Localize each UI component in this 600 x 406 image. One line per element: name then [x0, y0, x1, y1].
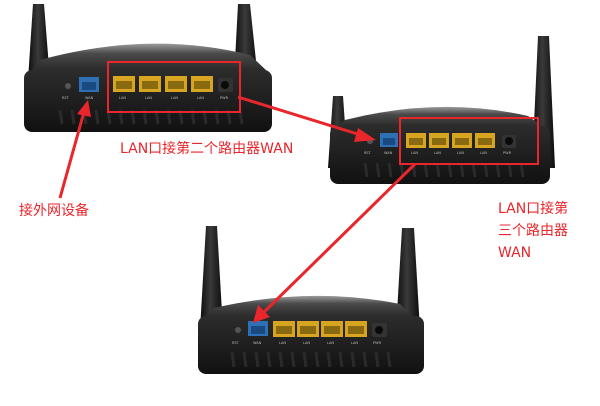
connection-arrows — [58, 95, 417, 323]
lan-ports — [406, 133, 495, 148]
lan-highlight-box — [399, 117, 539, 165]
port-label-lan: LAN — [303, 341, 310, 345]
port-label-rst: RST — [232, 341, 240, 345]
reset-button-icon — [65, 83, 71, 89]
lan-port-inner — [300, 326, 316, 334]
power-jack-hole — [221, 81, 229, 89]
router-3: RST WAN LAN LAN LAN LAN PWR — [198, 226, 424, 374]
port-label-rst: RST — [62, 96, 70, 100]
lan-port-inner — [116, 81, 132, 89]
router-top-shell — [30, 43, 268, 72]
label-lan-to-third-wan-line3: WAN — [498, 245, 532, 261]
wan-port-inner — [82, 82, 96, 90]
lan-port-inner — [432, 138, 446, 145]
lan-highlight-box — [107, 61, 241, 113]
wan-port-inner — [251, 326, 265, 334]
port-label-lan: LAN — [145, 96, 152, 100]
label-lan-to-third-wan-line1: LAN口接第 — [498, 201, 569, 217]
lan-port-inner — [194, 81, 210, 89]
port-label-pwr: PWR — [220, 96, 229, 100]
router-top-shell — [204, 295, 414, 318]
lan-port-inner — [478, 138, 492, 145]
label-lan-to-third-wan-line2: 三个路由器 — [498, 223, 568, 239]
port-label-lan: LAN — [279, 341, 286, 345]
wan-port-inner — [383, 138, 395, 145]
arrowhead-icon — [77, 100, 91, 117]
lan-port-inner — [455, 138, 469, 145]
port-label-lan: LAN — [351, 341, 358, 345]
lan-port-inner — [409, 138, 423, 145]
power-jack-hole — [375, 326, 383, 334]
power-jack-hole — [505, 137, 513, 145]
lan-port-inner — [324, 326, 340, 334]
port-label-pwr: PWR — [373, 341, 382, 345]
lan-port-inner — [348, 326, 364, 334]
label-external-device: 接外网设备 — [19, 203, 89, 219]
port-label-lan: LAN — [171, 96, 178, 100]
port-label-wan: WAN — [85, 96, 94, 100]
lan-ports — [273, 321, 367, 337]
router-1: RST WAN LAN LAN LAN LAN PWR — [24, 4, 272, 132]
port-label-lan: LAN — [327, 341, 334, 345]
port-label-lan: LAN — [411, 151, 418, 155]
arrow-lan-to-second-wan — [237, 95, 365, 138]
port-label-lan: LAN — [457, 151, 464, 155]
arrowhead-icon — [354, 128, 376, 142]
port-label-wan: WAN — [253, 341, 262, 345]
antenna-right-icon — [396, 228, 420, 330]
port-label-lan: LAN — [434, 151, 441, 155]
vent-slots — [230, 351, 392, 368]
router-2: RST WAN LAN LAN LAN LAN PWR — [328, 36, 555, 184]
reset-button-icon — [235, 327, 241, 333]
arrowhead-icon — [253, 305, 270, 323]
antenna-left-icon — [200, 226, 223, 330]
label-lan-to-second-wan: LAN口接第二个路由器WAN — [120, 141, 294, 157]
lan-ports — [113, 76, 213, 92]
port-label-lan: LAN — [119, 96, 126, 100]
lan-port-inner — [142, 81, 158, 89]
port-label-lan: LAN — [480, 151, 487, 155]
port-label-lan: LAN — [197, 96, 204, 100]
port-label-pwr: PWR — [503, 151, 512, 155]
lan-port-inner — [168, 81, 184, 89]
arrow-lan-to-third-wan — [260, 162, 417, 316]
port-label-wan: WAN — [384, 151, 393, 155]
lan-port-inner — [276, 326, 292, 334]
arrow-external-to-wan — [58, 111, 86, 199]
port-label-rst: RST — [364, 151, 372, 155]
